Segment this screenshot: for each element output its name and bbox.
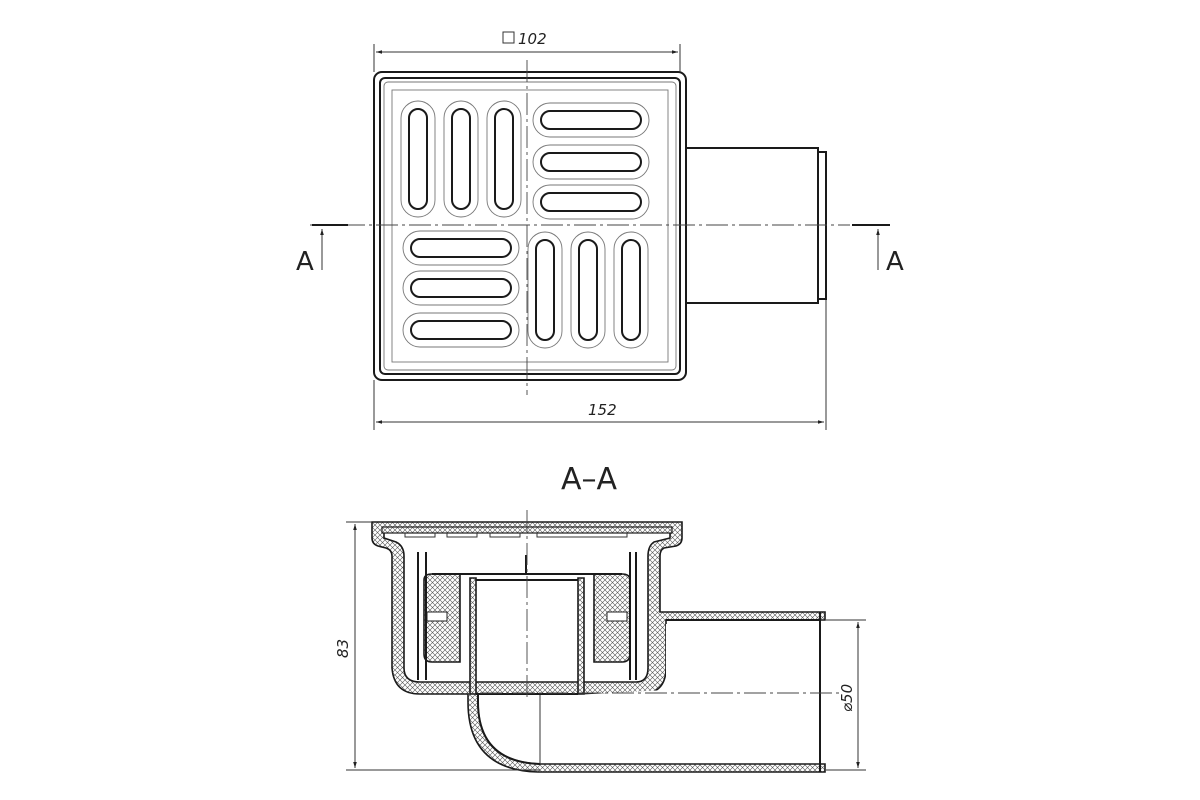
slot-rim [486, 100, 522, 218]
grate-slot [451, 108, 471, 210]
dimension-height-label: 83 [334, 639, 352, 658]
grate-slot [621, 239, 641, 341]
grate-edge [383, 81, 677, 371]
slot-rim [532, 184, 650, 220]
slot-rim [402, 312, 520, 348]
outlet-pipe-plan [686, 147, 819, 304]
insert-wall-left [469, 577, 477, 695]
slot-rim [402, 230, 520, 266]
grate-slots [400, 100, 650, 349]
slot-rim [532, 102, 650, 138]
top-view: A A 102 152 [296, 30, 904, 430]
frame-outer [373, 71, 687, 381]
section-view: A–A 83 ⌀50 [334, 462, 866, 773]
grate-slot [410, 320, 512, 340]
section-mark-left: A [296, 247, 314, 277]
insert-wall-right [577, 577, 585, 695]
grate-slot [540, 192, 642, 212]
grate-slot [410, 238, 512, 258]
elbow-inner [477, 694, 541, 765]
grate-slot [494, 108, 514, 210]
slot-rim [613, 231, 649, 349]
grate-border [391, 89, 669, 363]
slot-rim [402, 270, 520, 306]
elbow-cavity [480, 624, 820, 758]
trap-pin-right [606, 611, 628, 622]
slot-rim [443, 100, 479, 218]
slot-rim [527, 231, 563, 349]
section-title: A–A [561, 462, 618, 497]
grate-slot [408, 108, 428, 210]
dimension-diameter-label: ⌀50 [838, 684, 856, 712]
grate-ribs [404, 533, 628, 538]
grate-slot [540, 152, 642, 172]
grate-slot [410, 278, 512, 298]
grate-slot [578, 239, 598, 341]
frame-inner [379, 77, 681, 375]
insert-guides [417, 552, 637, 680]
grate-slot [535, 239, 555, 341]
slot-rim [570, 231, 606, 349]
dimension-length-label: 152 [588, 401, 617, 419]
outlet-pipe-end [818, 151, 827, 300]
slot-rim [400, 100, 436, 218]
dimension-width-label: 102 [518, 30, 547, 48]
trap-pin-left [426, 611, 448, 622]
square-symbol-icon [502, 31, 515, 44]
grate-slot [540, 110, 642, 130]
slot-rim [532, 144, 650, 180]
section-mark-right: A [886, 247, 904, 277]
